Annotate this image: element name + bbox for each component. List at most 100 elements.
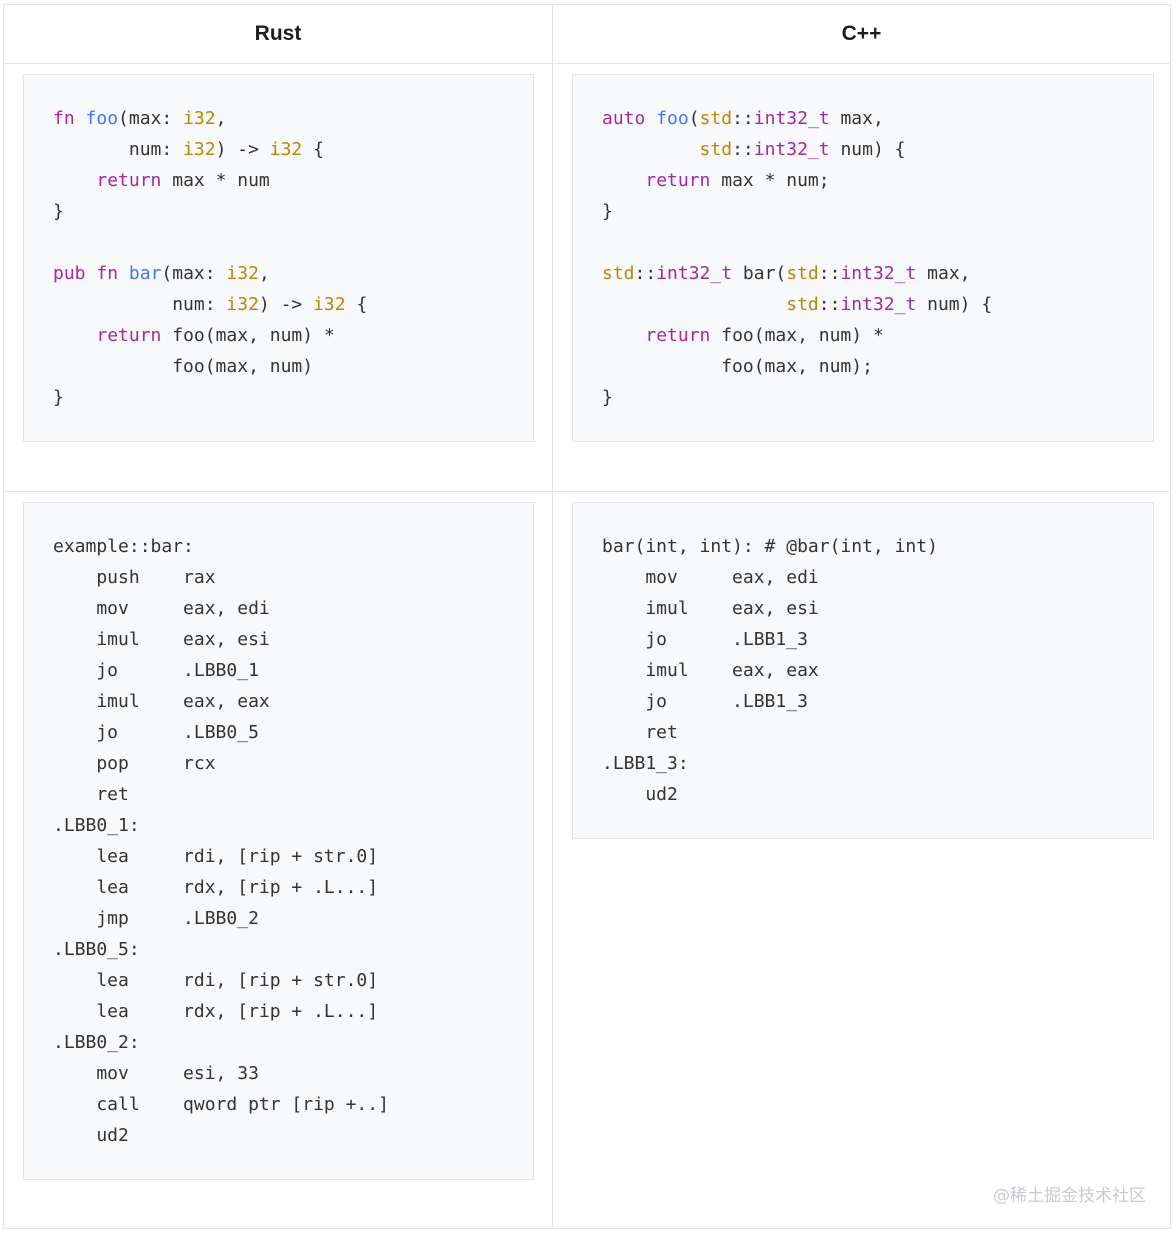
code-token: i32 — [183, 108, 216, 129]
code-line: ud2 — [602, 784, 678, 805]
code-line: } — [53, 387, 64, 408]
code-token: fn — [53, 108, 75, 129]
code-line: imul eax, esi — [53, 629, 270, 650]
code-line: mov eax, edi — [53, 598, 270, 619]
code-token: :: — [732, 139, 754, 160]
code-line: } — [602, 387, 613, 408]
code-token: return — [96, 170, 162, 191]
code-token: std — [699, 139, 733, 160]
code-line: .LBB1_3: — [602, 753, 689, 774]
header-rust: Rust — [254, 22, 302, 45]
code-line: foo(max, num); — [602, 356, 873, 377]
code-token — [53, 170, 96, 191]
watermark: @稀土掘金技术社区 — [993, 1186, 1146, 1206]
code-token: bar( — [732, 263, 787, 284]
code-line: } — [53, 201, 64, 222]
code-token: num: — [53, 294, 227, 315]
code-line: pop rcx — [53, 753, 216, 774]
code-token: i32 — [226, 294, 259, 315]
code-token: num) { — [829, 139, 906, 160]
code-token: int32_t — [656, 263, 733, 284]
code-token: foo — [85, 108, 119, 129]
code-line: lea rdi, [rip + str.0] — [53, 846, 379, 867]
code-token: foo(max, num); — [602, 356, 873, 377]
code-token: foo(max, num) — [53, 356, 314, 377]
code-token: auto — [602, 108, 646, 129]
code-token: int32_t — [840, 294, 917, 315]
code-token: int32_t — [753, 108, 830, 129]
code-line: push rax — [53, 567, 216, 588]
code-line: bar(int, int): # @bar(int, int) — [602, 536, 938, 557]
code-token: foo — [656, 108, 689, 129]
code-token: { — [302, 139, 324, 160]
code-token: ) -> — [258, 294, 314, 315]
code-token: (max: — [118, 108, 184, 129]
rust-source-code: fn foo(max: i32, num: i32) -> i32 { retu… — [53, 103, 367, 413]
code-token: std — [786, 263, 819, 284]
code-token: ( — [688, 108, 700, 129]
code-line: num: i32) -> i32 { — [53, 294, 367, 315]
code-token — [53, 325, 96, 346]
code-line: call qword ptr [rip +..] — [53, 1094, 389, 1115]
code-token — [645, 108, 656, 129]
cpp-asm-block: bar(int, int): # @bar(int, int) mov eax,… — [572, 502, 1154, 839]
code-token: max * num — [161, 170, 270, 191]
code-line: ret — [53, 784, 129, 805]
code-line: } — [602, 201, 613, 222]
code-token — [86, 263, 97, 284]
code-token: std — [786, 294, 819, 315]
code-token: } — [53, 201, 64, 222]
code-token: (max: — [161, 263, 227, 284]
code-token: , — [258, 263, 270, 284]
comparison-table: Rust C++ fn foo(max: i32, num: i32) -> i… — [3, 4, 1171, 1229]
code-token — [75, 108, 86, 129]
code-token: max * num; — [710, 170, 830, 191]
code-line: std::int32_t bar(std::int32_t max, — [602, 263, 971, 284]
code-token: std — [699, 108, 733, 129]
code-line: pub fn bar(max: i32, — [53, 263, 270, 284]
code-token: std — [602, 263, 635, 284]
code-line: auto foo(std::int32_t max, — [602, 108, 884, 129]
cpp-source-code: auto foo(std::int32_t max, std::int32_t … — [602, 103, 992, 413]
code-line: jmp .LBB0_2 — [53, 908, 259, 929]
code-token: { — [345, 294, 368, 315]
code-line: jo .LBB0_5 — [53, 722, 259, 743]
code-token: max, — [916, 263, 971, 284]
code-line: return foo(max, num) * — [602, 325, 883, 346]
rust-asm-block: example::bar: push rax mov eax, edi imul… — [23, 502, 534, 1180]
code-token: return — [645, 170, 711, 191]
code-token: , — [215, 108, 227, 129]
cpp-source-block: auto foo(std::int32_t max, std::int32_t … — [572, 74, 1154, 442]
code-token: foo(max, num) * — [161, 325, 335, 346]
cpp-asm-code: bar(int, int): # @bar(int, int) mov eax,… — [602, 531, 938, 810]
code-line: lea rdx, [rip + .L...] — [53, 877, 379, 898]
code-line: return max * num — [53, 170, 270, 191]
code-token: } — [53, 387, 64, 408]
code-token: pub — [53, 263, 86, 284]
code-token: bar — [128, 263, 162, 284]
code-line: example::bar: — [53, 536, 194, 557]
code-line: num: i32) -> i32 { — [53, 139, 324, 160]
code-token: num) { — [916, 294, 993, 315]
header-cpp: C++ — [841, 22, 882, 45]
code-line: return max * num; — [602, 170, 830, 191]
code-line: imul eax, eax — [602, 660, 819, 681]
code-token: :: — [732, 108, 754, 129]
code-token: :: — [818, 294, 841, 315]
column-divider — [552, 5, 553, 1228]
code-token — [602, 294, 786, 315]
code-token: i32 — [313, 294, 346, 315]
code-token: int32_t — [753, 139, 830, 160]
code-line: .LBB0_5: — [53, 939, 140, 960]
code-token: num: — [53, 139, 184, 160]
code-token — [602, 139, 700, 160]
code-line: ud2 — [53, 1125, 129, 1146]
code-line: lea rdi, [rip + str.0] — [53, 970, 379, 991]
code-token: i32 — [269, 139, 303, 160]
code-line: return foo(max, num) * — [53, 325, 335, 346]
code-line: mov eax, edi — [602, 567, 819, 588]
code-token: return — [645, 325, 711, 346]
code-line: foo(max, num) — [53, 356, 313, 377]
code-token: i32 — [226, 263, 259, 284]
code-line: fn foo(max: i32, — [53, 108, 226, 129]
